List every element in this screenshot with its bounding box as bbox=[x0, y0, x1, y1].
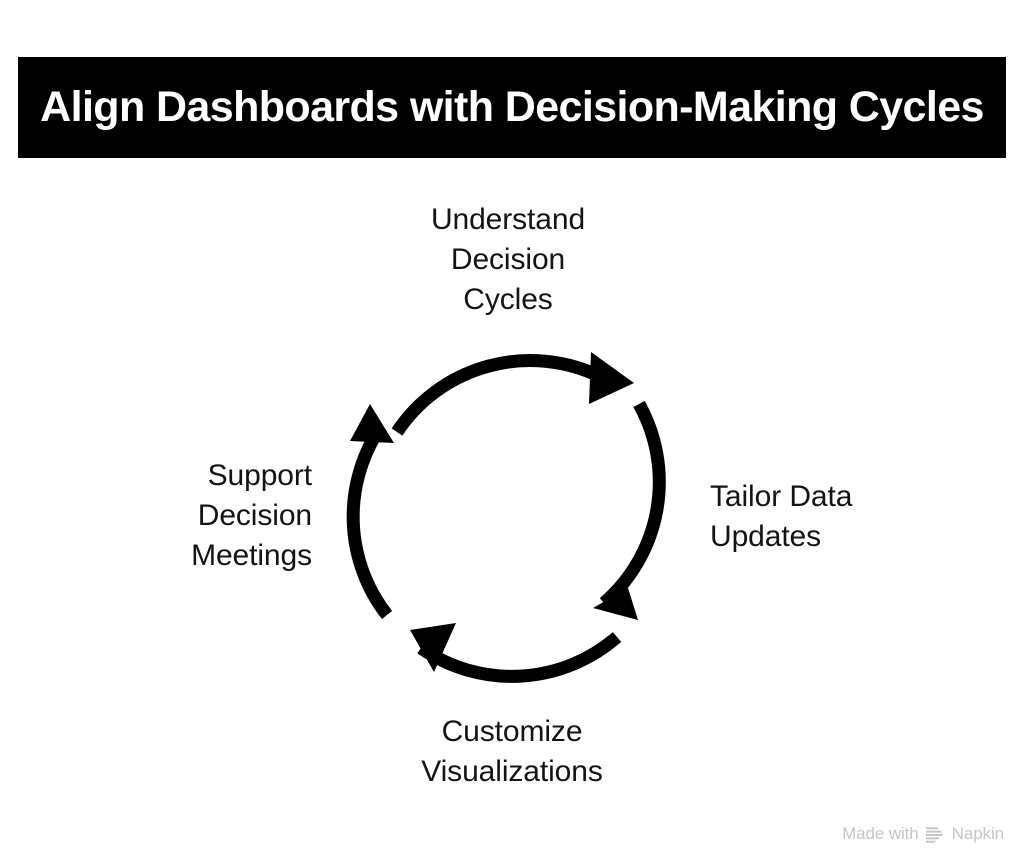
arc-right bbox=[593, 400, 666, 620]
arc-bottom-path bbox=[417, 632, 622, 683]
page-title: Align Dashboards with Decision-Making Cy… bbox=[40, 83, 984, 131]
node-label-tailor-data-updates: Tailor Data Updates bbox=[710, 480, 853, 553]
arc-bottom bbox=[410, 623, 622, 683]
arc-top bbox=[391, 352, 634, 436]
watermark-prefix: Made with bbox=[842, 824, 919, 843]
watermark: Made with Napkin bbox=[842, 824, 1004, 844]
arc-left-path bbox=[346, 427, 393, 619]
arc-right-arrowhead-icon bbox=[593, 588, 638, 620]
arc-top-arrowhead-icon bbox=[589, 352, 634, 404]
arc-bottom-arrowhead-icon bbox=[410, 623, 456, 672]
arc-right-path bbox=[599, 400, 666, 608]
title-banner: Align Dashboards with Decision-Making Cy… bbox=[18, 57, 1006, 158]
arc-left-arrowhead-icon bbox=[350, 404, 394, 443]
node-label-customize-visualizations: Customize Visualizations bbox=[421, 715, 603, 788]
watermark-brand: Napkin bbox=[951, 824, 1004, 843]
arc-left bbox=[346, 404, 394, 619]
arc-top-path bbox=[391, 354, 604, 436]
node-label-understand-decision-cycles: Understand Decision Cycles bbox=[430, 203, 586, 316]
napkin-logo-icon bbox=[925, 826, 944, 843]
node-label-support-decision-meetings: Support Decision Meetings bbox=[191, 459, 312, 572]
